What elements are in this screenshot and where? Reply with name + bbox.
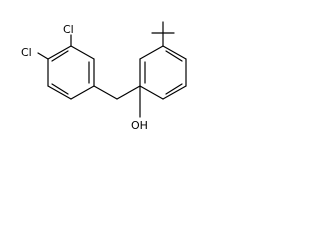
- bond-c-cl-left: [37, 52, 49, 60]
- bond: [47, 45, 72, 60]
- bond-methylene-left: [93, 85, 118, 100]
- bond: [139, 85, 164, 100]
- bond-methylene-right: [116, 85, 141, 100]
- bond: [47, 85, 72, 100]
- double-bond-inner: [165, 50, 183, 62]
- double-bond-inner: [51, 50, 69, 62]
- phenol-ring: [139, 45, 187, 100]
- bond: [139, 45, 164, 60]
- bond: [70, 45, 95, 60]
- bond: [162, 85, 187, 100]
- tert-butyl-group: [151, 21, 175, 47]
- double-bond-inner: [51, 83, 69, 95]
- dichlorophenyl-ring: [47, 45, 95, 100]
- double-bond-inner: [165, 83, 183, 95]
- chemical-structure-diagram: Cl Cl OH: [21, 21, 187, 132]
- bond: [162, 45, 187, 60]
- hydroxyl-label: OH: [131, 119, 148, 132]
- bond: [70, 85, 95, 100]
- chlorine-label-top: Cl: [63, 23, 74, 36]
- chlorine-label-left: Cl: [21, 46, 32, 59]
